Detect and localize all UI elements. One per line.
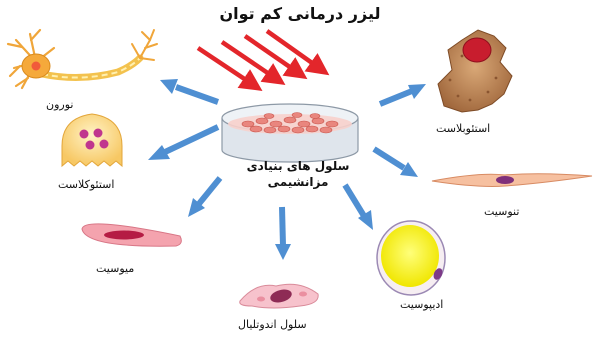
arrow-to-adipocyte xyxy=(345,185,373,230)
arrow-to-osteoblast xyxy=(380,84,426,104)
center-label-line1: سلول های بنیادی xyxy=(238,158,358,174)
center-label: سلول های بنیادی مزانشیمی xyxy=(238,158,358,190)
label-osteoblast: استئوبلاست xyxy=(436,122,490,135)
laser-beams xyxy=(198,31,322,86)
label-osteoclast: استئوکلاست xyxy=(58,178,114,191)
diagram-title: لیزر درمانی کم توان xyxy=(200,4,400,23)
arrow-to-endothelial xyxy=(275,207,291,260)
laser-beam xyxy=(222,42,278,80)
label-tenocyte: تنوسیت xyxy=(484,205,519,218)
adipocyte-cell xyxy=(377,221,445,295)
osteoclast-cell xyxy=(62,114,122,166)
arrow-to-osteoclast xyxy=(148,127,218,160)
label-neuron: نورون xyxy=(46,98,73,111)
arrow-to-neuron xyxy=(160,79,218,102)
petri-dish xyxy=(222,104,358,162)
laser-beam xyxy=(198,48,255,86)
endothelial-cell xyxy=(240,284,318,308)
arrow-to-tenocyte xyxy=(374,149,418,177)
laser-beam xyxy=(267,31,322,70)
label-endothelial: سلول اندوتلیال xyxy=(238,318,307,331)
laser-beam xyxy=(245,36,300,74)
label-adipocyte: ادیپوسیت xyxy=(400,298,443,311)
label-myocyte: میوسیت xyxy=(96,262,134,275)
arrow-to-myocyte xyxy=(188,178,220,217)
tenocyte-cell xyxy=(432,174,592,187)
center-label-line2: مزانشیمی xyxy=(238,174,358,190)
neuron-cell xyxy=(8,30,157,88)
myocyte-cell xyxy=(82,224,181,246)
osteoblast-cell xyxy=(438,30,512,112)
